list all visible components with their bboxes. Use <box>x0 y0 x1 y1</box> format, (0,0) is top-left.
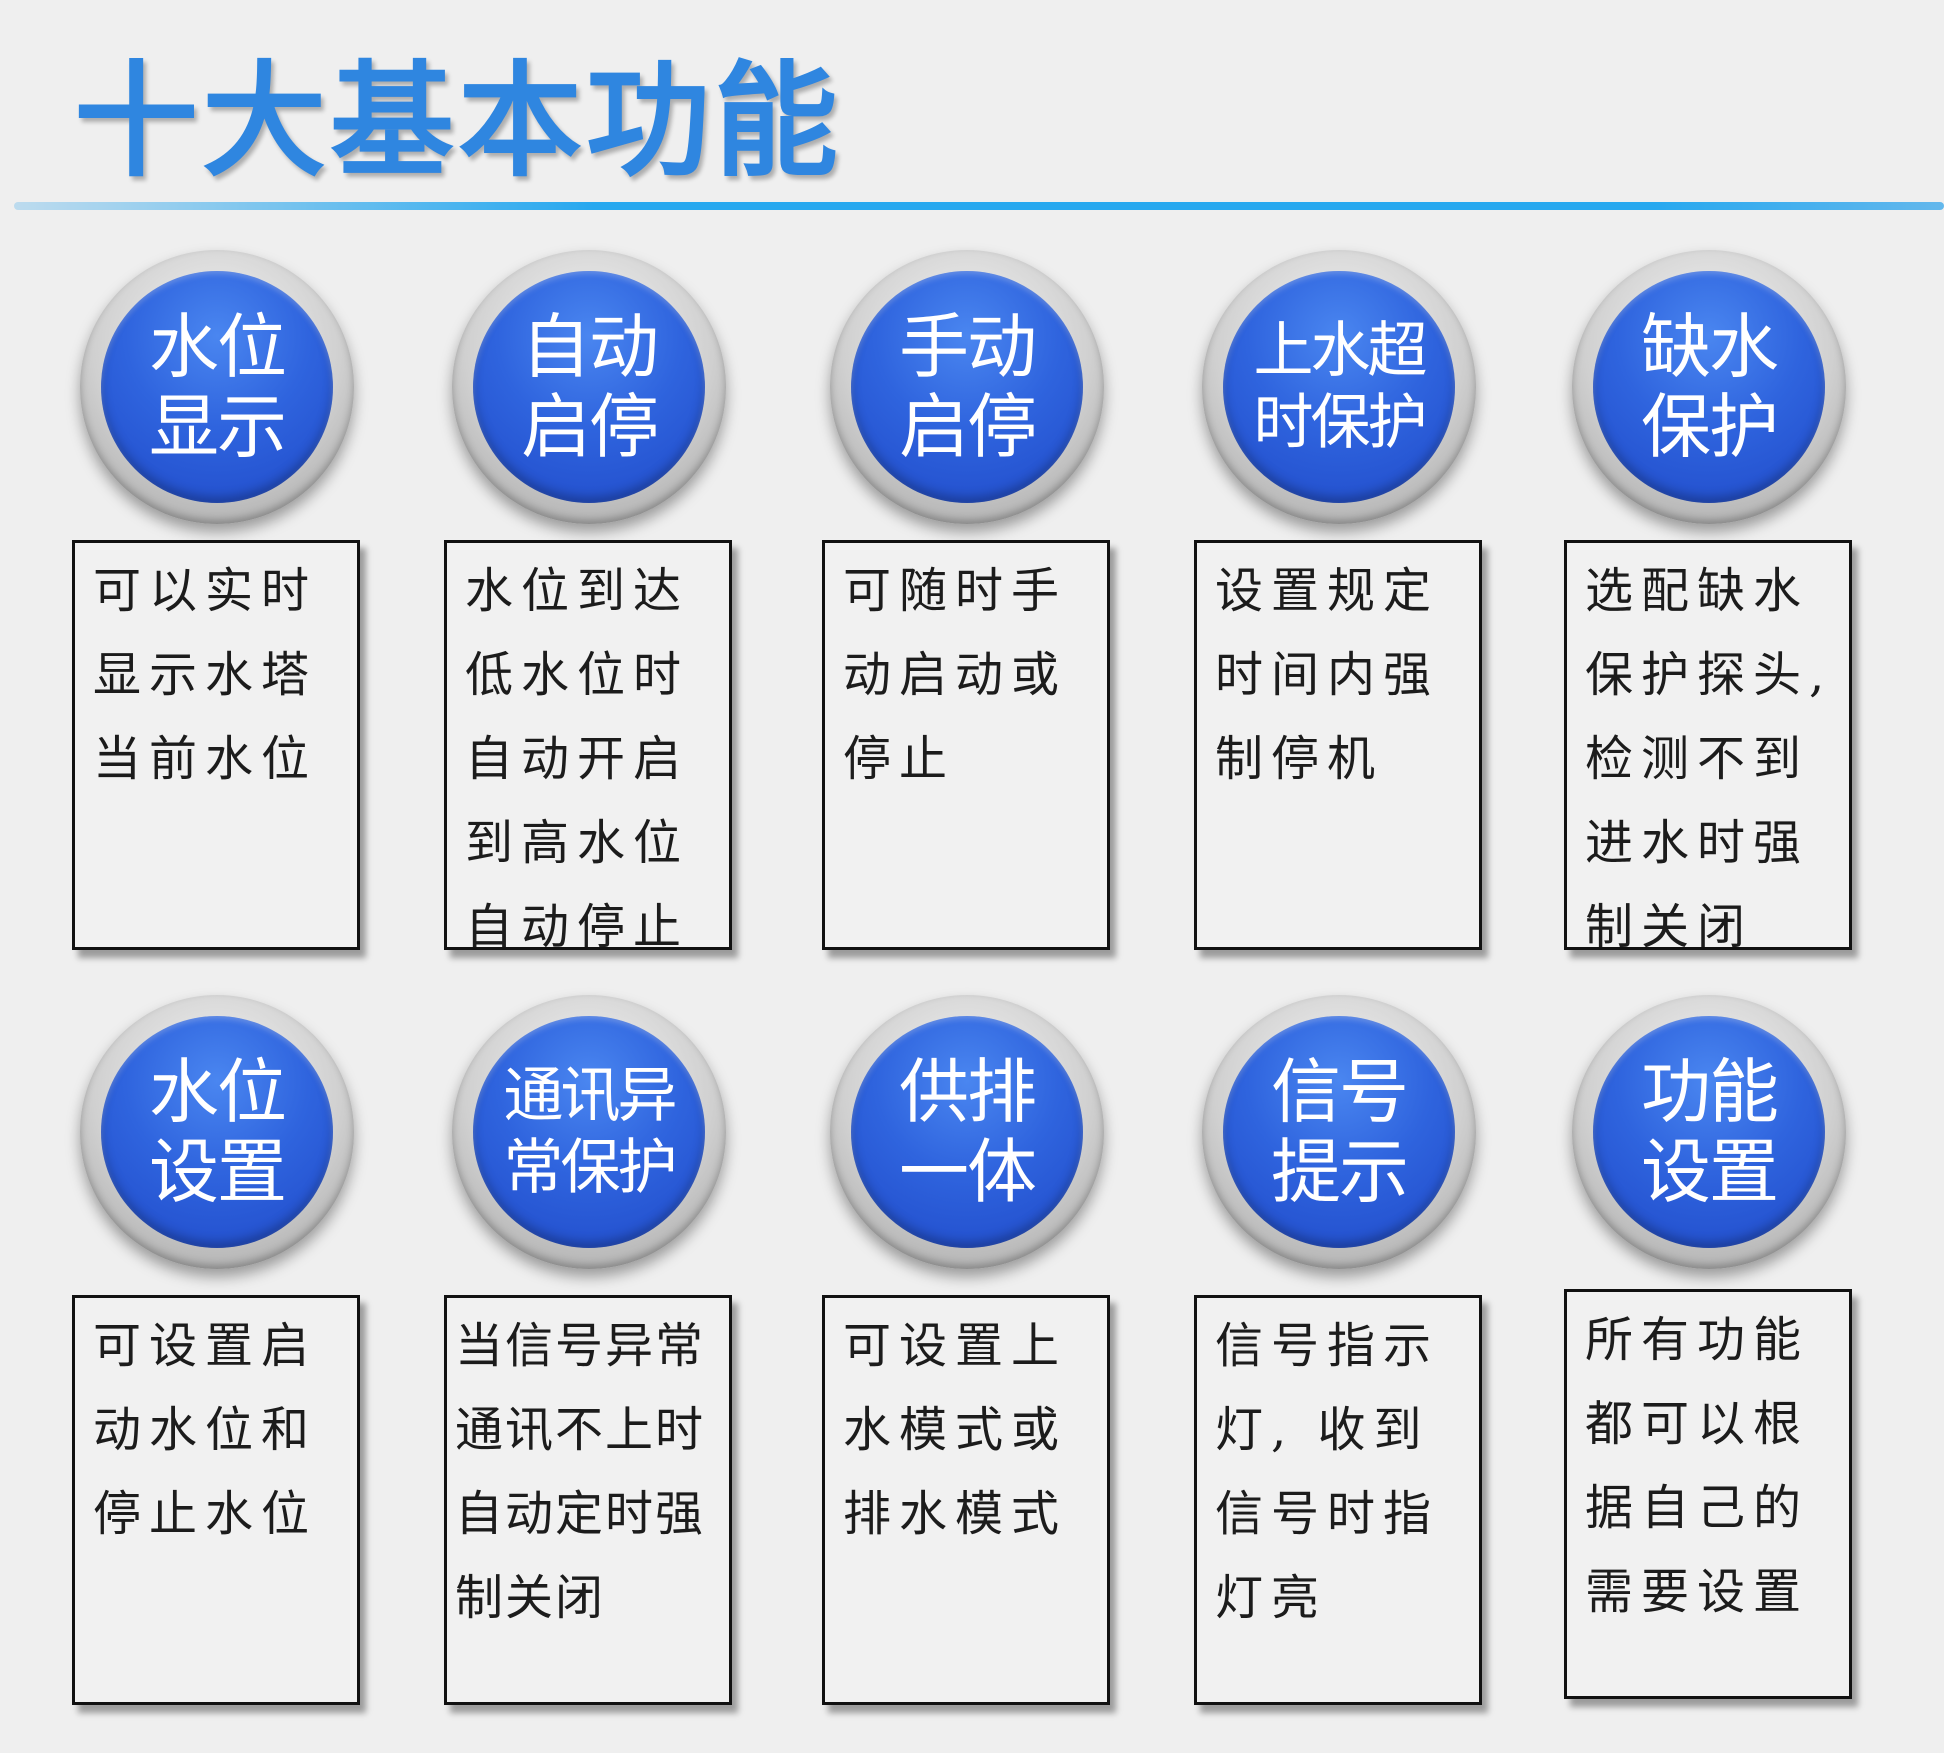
title-divider <box>14 202 1944 210</box>
description-line: 可设置启 <box>93 1318 318 1374</box>
description-line: 设置规定 <box>1215 563 1440 619</box>
feature-badge: 水位 设置 <box>80 995 354 1269</box>
badge-label: 手动 <box>899 306 1037 388</box>
description-line: 信号时指 <box>1215 1486 1440 1542</box>
feature-badge: 手动 启停 <box>830 250 1104 524</box>
feature-badge-core: 信号 提示 <box>1223 1016 1455 1248</box>
badge-label: 设置 <box>1641 1131 1779 1213</box>
badge-label: 一体 <box>899 1131 1037 1213</box>
badge-label: 提示 <box>1271 1131 1409 1213</box>
feature-description: 设置规定 时间内强 制停机 <box>1194 540 1482 950</box>
badge-label: 显示 <box>149 386 287 468</box>
badge-label: 缺水 <box>1641 306 1779 388</box>
feature-badge: 供排 一体 <box>830 995 1104 1269</box>
description-line: 自动开启 <box>465 731 690 787</box>
feature-badge-core: 上水超 时保护 <box>1223 271 1455 503</box>
feature-badge-core: 手动 启停 <box>851 271 1083 503</box>
badge-label: 启停 <box>521 386 659 468</box>
feature-description: 所有功能 都可以根 据自己的 需要设置 <box>1564 1289 1852 1699</box>
feature-badge: 功能 设置 <box>1572 995 1846 1269</box>
badge-label: 信号 <box>1271 1051 1409 1133</box>
feature-description: 可设置启 动水位和 停止水位 <box>72 1295 360 1705</box>
description-line: 水位到达 <box>465 563 690 619</box>
feature-badge-core: 功能 设置 <box>1593 1016 1825 1248</box>
description-line: 都可以根 <box>1585 1396 1810 1452</box>
description-line: 所有功能 <box>1585 1312 1810 1368</box>
feature-badge: 信号 提示 <box>1202 995 1476 1269</box>
feature-badge: 上水超 时保护 <box>1202 250 1476 524</box>
badge-label: 通讯异 <box>503 1061 678 1131</box>
description-line: 当信号异常 <box>455 1318 706 1374</box>
description-line: 通讯不上时 <box>455 1402 706 1458</box>
feature-description: 可以实时 显示水塔 当前水位 <box>72 540 360 950</box>
badge-label: 水位 <box>149 306 287 388</box>
badge-label: 水位 <box>149 1051 287 1133</box>
description-line: 信号指示 <box>1215 1318 1440 1374</box>
description-line: 制关闭 <box>1585 899 1754 950</box>
feature-badge-core: 水位 设置 <box>101 1016 333 1248</box>
feature-badge-core: 通讯异 常保护 <box>473 1016 705 1248</box>
feature-description: 选配缺水 保护探头, 检测不到 进水时强 制关闭 <box>1564 540 1852 950</box>
description-line: 低水位时 <box>465 647 690 703</box>
badge-label: 供排 <box>899 1051 1037 1133</box>
feature-description: 信号指示 灯, 收到 信号时指 灯亮 <box>1194 1295 1482 1705</box>
description-line: 时间内强 <box>1215 647 1440 703</box>
description-line: 自动定时强 <box>455 1486 706 1542</box>
description-line: 停止水位 <box>93 1486 318 1542</box>
badge-label: 功能 <box>1641 1051 1779 1133</box>
description-line: 灯亮 <box>1215 1570 1328 1626</box>
feature-badge-core: 水位 显示 <box>101 271 333 503</box>
feature-description: 当信号异常 通讯不上时 自动定时强 制关闭 <box>444 1295 732 1705</box>
badge-label: 时保护 <box>1253 388 1428 458</box>
description-line: 可以实时 <box>93 563 318 619</box>
description-line: 检测不到 <box>1585 731 1810 787</box>
description-line: 显示水塔 <box>93 647 318 703</box>
description-line: 水模式或 <box>843 1402 1068 1458</box>
badge-label: 保护 <box>1641 386 1779 468</box>
feature-description: 可设置上 水模式或 排水模式 <box>822 1295 1110 1705</box>
feature-badge: 自动 启停 <box>452 250 726 524</box>
description-line: 据自己的 <box>1585 1480 1810 1536</box>
feature-badge: 通讯异 常保护 <box>452 995 726 1269</box>
description-line: 进水时强 <box>1585 815 1810 871</box>
page-title: 十大基本功能 <box>74 50 843 194</box>
description-line: 自动停止 <box>465 899 690 950</box>
badge-label: 上水超 <box>1253 316 1428 386</box>
badge-label: 启停 <box>899 386 1037 468</box>
description-line: 动启动或 <box>843 647 1068 703</box>
description-line: 停止 <box>843 731 956 787</box>
description-line: 可随时手 <box>843 563 1068 619</box>
description-line: 可设置上 <box>843 1318 1068 1374</box>
feature-badge-core: 缺水 保护 <box>1593 271 1825 503</box>
description-line: 排水模式 <box>843 1486 1068 1542</box>
description-line: 保护探头, <box>1585 647 1833 703</box>
badge-label: 常保护 <box>503 1133 678 1203</box>
description-line: 选配缺水 <box>1585 563 1810 619</box>
feature-badge: 水位 显示 <box>80 250 354 524</box>
feature-badge: 缺水 保护 <box>1572 250 1846 524</box>
description-line: 灯, 收到 <box>1215 1402 1430 1458</box>
badge-label: 自动 <box>521 306 659 388</box>
description-line: 到高水位 <box>465 815 690 871</box>
feature-badge-core: 供排 一体 <box>851 1016 1083 1248</box>
description-line: 制停机 <box>1215 731 1384 787</box>
feature-badge-core: 自动 启停 <box>473 271 705 503</box>
feature-description: 水位到达 低水位时 自动开启 到高水位 自动停止 <box>444 540 732 950</box>
description-line: 当前水位 <box>93 731 318 787</box>
badge-label: 设置 <box>149 1131 287 1213</box>
description-line: 制关闭 <box>455 1570 606 1626</box>
description-line: 需要设置 <box>1585 1564 1810 1620</box>
description-line: 动水位和 <box>93 1402 318 1458</box>
feature-description: 可随时手 动启动或 停止 <box>822 540 1110 950</box>
